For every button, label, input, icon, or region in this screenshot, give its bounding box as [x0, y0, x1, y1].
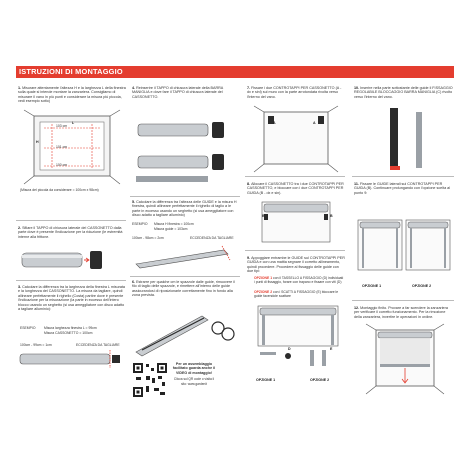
option-label: OPZIONE 1	[362, 284, 382, 288]
handle-bar-illustration	[136, 122, 224, 182]
step-number: 12.	[354, 306, 360, 310]
step-8: 8.Allocare il CASSONETTO tra i due CONTR…	[247, 182, 345, 195]
step-text: Estrarre per qualche cm le spazzole dall…	[132, 280, 235, 298]
step-number: 2.	[18, 226, 22, 230]
cassette-mount-illustration	[261, 201, 331, 243]
step-11: 11.Fissare le GUIDE laterali sui CONTROT…	[354, 182, 454, 195]
step-text: Fissare le GUIDE laterali sui CONTROTAPP…	[354, 182, 451, 195]
example-formula: 100cm - 98cm = 2cm	[132, 236, 164, 240]
step-number: 6.	[132, 280, 136, 284]
page-title: ISTRUZIONI DI MONTAGGIO	[19, 67, 123, 76]
option-label: OPZIONE 1	[256, 378, 276, 382]
example-line: Misura H finestra = 100cm	[154, 222, 194, 226]
option-2-text: OPZIONE 2 con i SCATTI A FISSAGGIO (E) b…	[254, 290, 344, 298]
example-line: Misura guide = 103cm	[154, 227, 188, 231]
option-label: OPZIONE 2	[412, 284, 432, 288]
brush-illustration	[135, 315, 235, 357]
width-label: L	[72, 121, 75, 125]
separator	[130, 276, 240, 277]
part-d-label: D	[288, 347, 291, 351]
step-9: 9.Appoggiare entrambe le GUIDE sul CONTR…	[247, 256, 345, 274]
option-1-text: OPZIONE 1 con il TASSELLO A FISSAGGIO (D…	[254, 276, 344, 284]
separator	[352, 300, 454, 301]
step-text: Montaggio finito. Provare a far scendere…	[354, 306, 448, 319]
step-text: Misurare attentamente l'altezza H e la l…	[18, 86, 126, 104]
separator	[352, 176, 454, 177]
example-label: ESEMPIO	[132, 222, 148, 226]
example-line: Misura CASSONETTO = 100cm	[44, 331, 93, 335]
option-2-desc: con i SCATTI A FISSAGGIO (E) bloccare le…	[254, 290, 339, 298]
step-12: 12.Montaggio finito. Provare a far scend…	[354, 306, 454, 319]
step-number: 7.	[247, 86, 251, 90]
part-b-label: B	[330, 214, 333, 218]
step-number: 3.	[18, 285, 22, 289]
qr-section: Per un assemblaggio facilitato guarda an…	[132, 362, 216, 398]
part-a-label: A	[313, 121, 316, 125]
part-e-label: E	[330, 347, 333, 351]
step-4: 4.Reinserire il TAPPO di chiusura latera…	[132, 86, 240, 99]
step-6: 6.Estrarre per qualche cm le spazzole da…	[132, 280, 240, 298]
title-bar: ISTRUZIONI DI MONTAGGIO	[16, 66, 454, 78]
step-2: 2.Sfilare il TAPPO di chiusura laterale …	[18, 226, 126, 239]
step-number: 11.	[354, 182, 359, 186]
step-number: 5.	[132, 200, 136, 204]
measure-value: 103 cm	[56, 124, 68, 128]
window-measure-illustration	[23, 109, 121, 185]
qr-link[interactable]: Clicca sul QR code o visita il sito: www…	[173, 377, 215, 386]
qr-title: Per un assemblaggio facilitato guarda an…	[172, 362, 216, 375]
example-line: Misura larghezza finestra L = 99cm	[44, 326, 97, 330]
separator	[16, 280, 126, 281]
step-10: 10.Inserire nella parte sottostante dell…	[354, 86, 454, 99]
part-c-label: C	[394, 162, 397, 166]
step-text: Inserire nella parte sottostante delle g…	[354, 86, 453, 99]
step-number: 10.	[354, 86, 360, 90]
step-text: Allocare il CASSONETTO tra i due CONTROT…	[247, 182, 344, 195]
separator	[16, 220, 126, 221]
height-label: H	[36, 140, 39, 144]
cassette-cap-illustration	[21, 251, 102, 269]
step-text: Sfilare il TAPPO di chiusura laterale de…	[18, 226, 123, 239]
step-text: Calcolare la differenza tra la larghezza…	[18, 285, 125, 312]
qr-code-icon[interactable]	[132, 362, 168, 398]
example-label: ESEMPIO	[20, 326, 36, 330]
step-7: 7.Fissare i due CONTROTAPPI PER CASSONET…	[247, 86, 345, 99]
separator	[130, 196, 240, 197]
separator	[245, 176, 345, 177]
option-label: OPZIONE 2	[310, 378, 330, 382]
finished-window-illustration	[365, 323, 445, 395]
cassette-cut-illustration	[19, 350, 120, 368]
wall-caps-illustration	[253, 105, 339, 173]
step-3: 3.Calcolare la differenza tra la larghez…	[18, 285, 126, 311]
part-a-label: A	[273, 121, 276, 125]
measure-value: 100 cm	[56, 163, 68, 167]
step-number: 8.	[247, 182, 251, 186]
step-number: 4.	[132, 86, 136, 90]
step-1: 1.Misurare attentamente l'altezza H e la…	[18, 86, 126, 104]
step-text: Fissare i due CONTROTAPPI PER CASSONETTO…	[247, 86, 342, 99]
option-1-title: OPZIONE 1	[254, 276, 273, 280]
separator	[245, 250, 345, 251]
option-2-title: OPZIONE 2	[254, 290, 273, 294]
step-text: Calcolare la differenza tra l'altezza de…	[132, 200, 237, 218]
measure-value: 101 cm	[56, 145, 68, 149]
step-text: Appoggiare entrambe le GUIDE sul CONTROT…	[247, 256, 345, 274]
step-number: 9.	[247, 256, 251, 260]
measure-caption: (Misura del piccola da considerare = 100…	[20, 188, 99, 192]
qr-caption: Per un assemblaggio facilitato guarda an…	[172, 362, 216, 386]
step-5: 5.Calcolare la differenza tra l'altezza …	[132, 200, 240, 218]
guide-cut-illustration	[135, 245, 231, 269]
step-text: Reinserire il TAPPO di chiusura laterale…	[132, 86, 224, 99]
guides-fixing-illustration	[257, 305, 339, 366]
part-b-label: B	[262, 214, 265, 218]
guide-insert-illustration	[390, 108, 422, 170]
option-1-desc: con il TASSELLO A FISSAGGIO (D) individu…	[254, 276, 344, 284]
cut-label: ECCEDENZA DA TAGLIARE	[190, 236, 234, 240]
cut-label: ECCEDENZA DA TAGLIARE	[76, 343, 120, 347]
guides-mounted-illustration	[357, 219, 451, 271]
step-number: 1.	[18, 86, 22, 90]
example-formula: 100cm - 99cm = 1cm	[20, 343, 52, 347]
